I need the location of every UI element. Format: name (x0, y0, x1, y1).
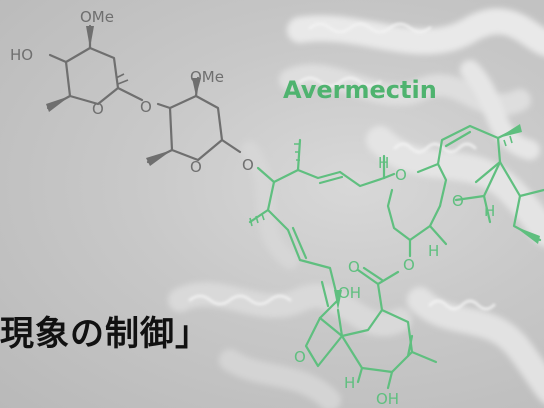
macrocycle-oxygen: O (395, 166, 407, 184)
hydrogen-label-4: H (344, 374, 355, 392)
carbonyl-oxygen: O (348, 258, 360, 276)
ring-oxygen-1: O (92, 100, 104, 118)
glycosidic-oxygen-1: O (140, 98, 152, 116)
disaccharide-bonds (46, 24, 242, 164)
furan-oxygen: O (294, 348, 306, 366)
compound-name: Avermectin (283, 76, 437, 104)
hydrogen-label-1: H (378, 154, 389, 172)
hydroxyl-label-1: OH (338, 284, 361, 302)
caption-text: 現象の制御」 (0, 314, 210, 354)
ho-label: HO (10, 46, 33, 64)
ester-oxygen: O (403, 256, 415, 274)
sugar-atom-labels: OMe HO O O OMe O O (10, 8, 254, 176)
glycosidic-oxygen-2: O (242, 156, 254, 174)
ome-label-2: OMe (190, 68, 224, 86)
ome-label-1: OMe (80, 8, 114, 26)
aglycone-atom-labels: O O H H H O O OH O H OH (294, 154, 495, 408)
hydrogen-label-2: H (484, 202, 495, 220)
hydroxyl-label-2: OH (376, 390, 399, 408)
hydrogen-label-3: H (428, 242, 439, 260)
ring-oxygen-2: O (190, 158, 202, 176)
spiro-oxygen: O (452, 192, 464, 210)
hash-bonds (115, 73, 513, 227)
wedge-bonds (46, 26, 540, 310)
